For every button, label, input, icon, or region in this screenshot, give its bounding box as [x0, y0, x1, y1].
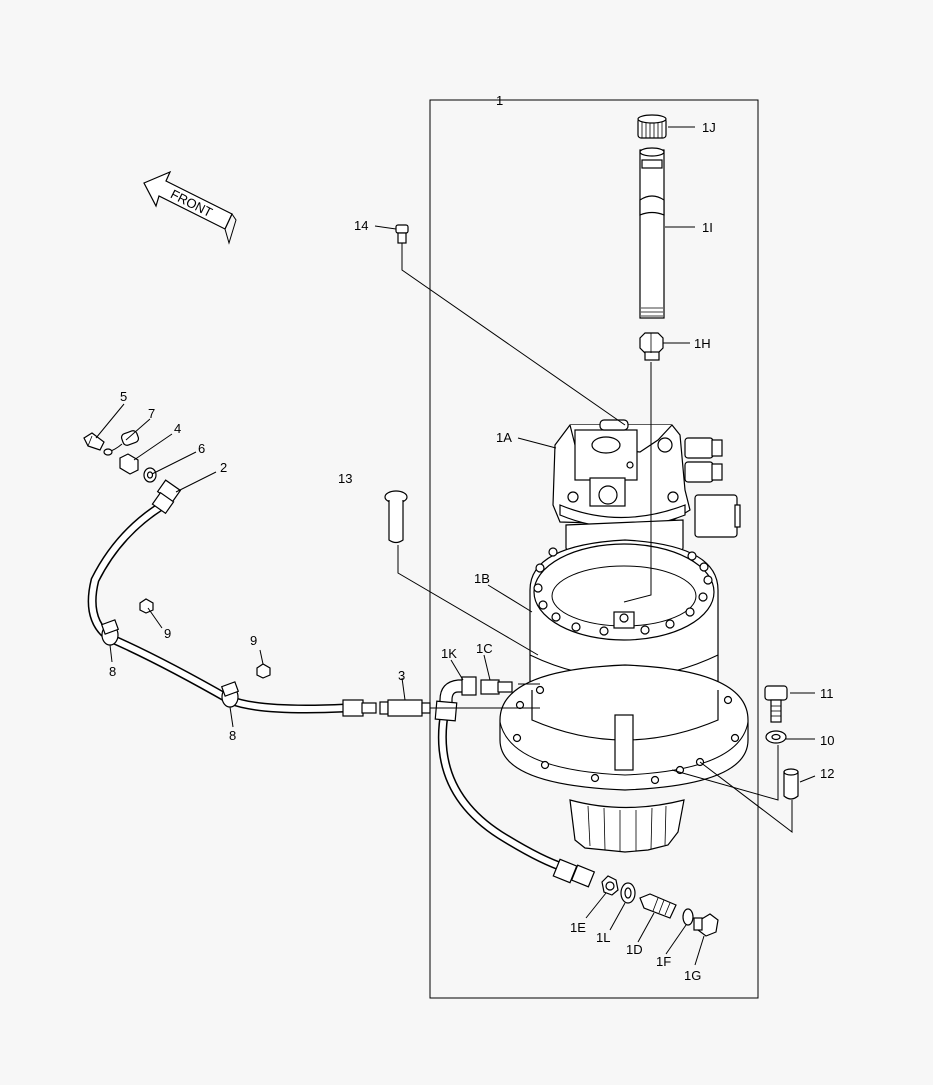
callout-2: 2 [220, 460, 227, 475]
part-1G-plug [693, 913, 719, 937]
callout-1: 1 [496, 93, 503, 108]
callout-labels: 1 1J 1I 14 1H 1A 5 7 4 6 2 13 1B 9 9 8 8… [109, 93, 834, 983]
callout-1G: 1G [684, 968, 701, 983]
hose-right-end [342, 699, 377, 717]
callout-1K: 1K [441, 646, 457, 661]
callout-9-b: 9 [250, 633, 257, 648]
callout-1B: 1B [474, 571, 490, 586]
callout-13: 13 [338, 471, 352, 486]
callout-8-a: 8 [109, 664, 116, 679]
front-arrow-label: FRONT [168, 186, 215, 220]
callout-1L: 1L [596, 930, 610, 945]
part-9-bolt-b [256, 663, 271, 679]
part-3-adapter [379, 699, 431, 717]
part-13-pin [384, 490, 408, 544]
assembly-box [429, 99, 759, 999]
callout-1I: 1I [702, 220, 713, 235]
callout-1J: 1J [702, 120, 716, 135]
front-arrow: FRONT [143, 170, 237, 245]
leader-lines [95, 126, 816, 966]
part-8-clamp-b [220, 681, 240, 708]
part-1F-oring [682, 908, 694, 926]
part-1I-pipe [639, 147, 665, 319]
part-1B-body [499, 519, 749, 853]
part-1E-nut [601, 875, 619, 896]
callout-1A: 1A [496, 430, 512, 445]
callout-11: 11 [820, 686, 834, 701]
callout-1H: 1H [694, 336, 711, 351]
part-11-bolt [764, 685, 788, 723]
callout-4: 4 [174, 421, 181, 436]
part-1L-washer [620, 882, 636, 904]
callout-1F: 1F [656, 954, 671, 969]
part-1A-motor-head [552, 419, 741, 538]
part-1H-fitting [639, 332, 664, 361]
callout-1C: 1C [476, 641, 493, 656]
part-5-fitting [83, 432, 105, 451]
part-9-bolt-a [139, 598, 154, 614]
part-2-hose-fitting [151, 479, 182, 515]
part-12-dowel [783, 768, 799, 800]
callout-5: 5 [120, 389, 127, 404]
callout-3: 3 [398, 668, 405, 683]
part-10-washer [765, 730, 787, 744]
callout-12: 12 [820, 766, 834, 781]
part-1K-elbow [439, 676, 477, 709]
part-4-nut [119, 453, 139, 475]
callout-10: 10 [820, 733, 834, 748]
part-8-clamp-a [100, 619, 120, 646]
part-1C-fitting [480, 679, 513, 695]
callout-7: 7 [148, 406, 155, 421]
hose-end-fitting [552, 858, 596, 888]
part-14-bolt [395, 224, 409, 244]
bolt-ring [533, 547, 713, 636]
part-6-ring [143, 467, 157, 483]
callout-8-b: 8 [229, 728, 236, 743]
callout-1E: 1E [570, 920, 586, 935]
callout-1D: 1D [626, 942, 643, 957]
callout-9-a: 9 [164, 626, 171, 641]
callout-6: 6 [198, 441, 205, 456]
part-1D-adapter [639, 893, 677, 919]
part-7-cap [103, 430, 140, 456]
part-1J-cap [637, 114, 667, 139]
callout-14: 14 [354, 218, 368, 233]
